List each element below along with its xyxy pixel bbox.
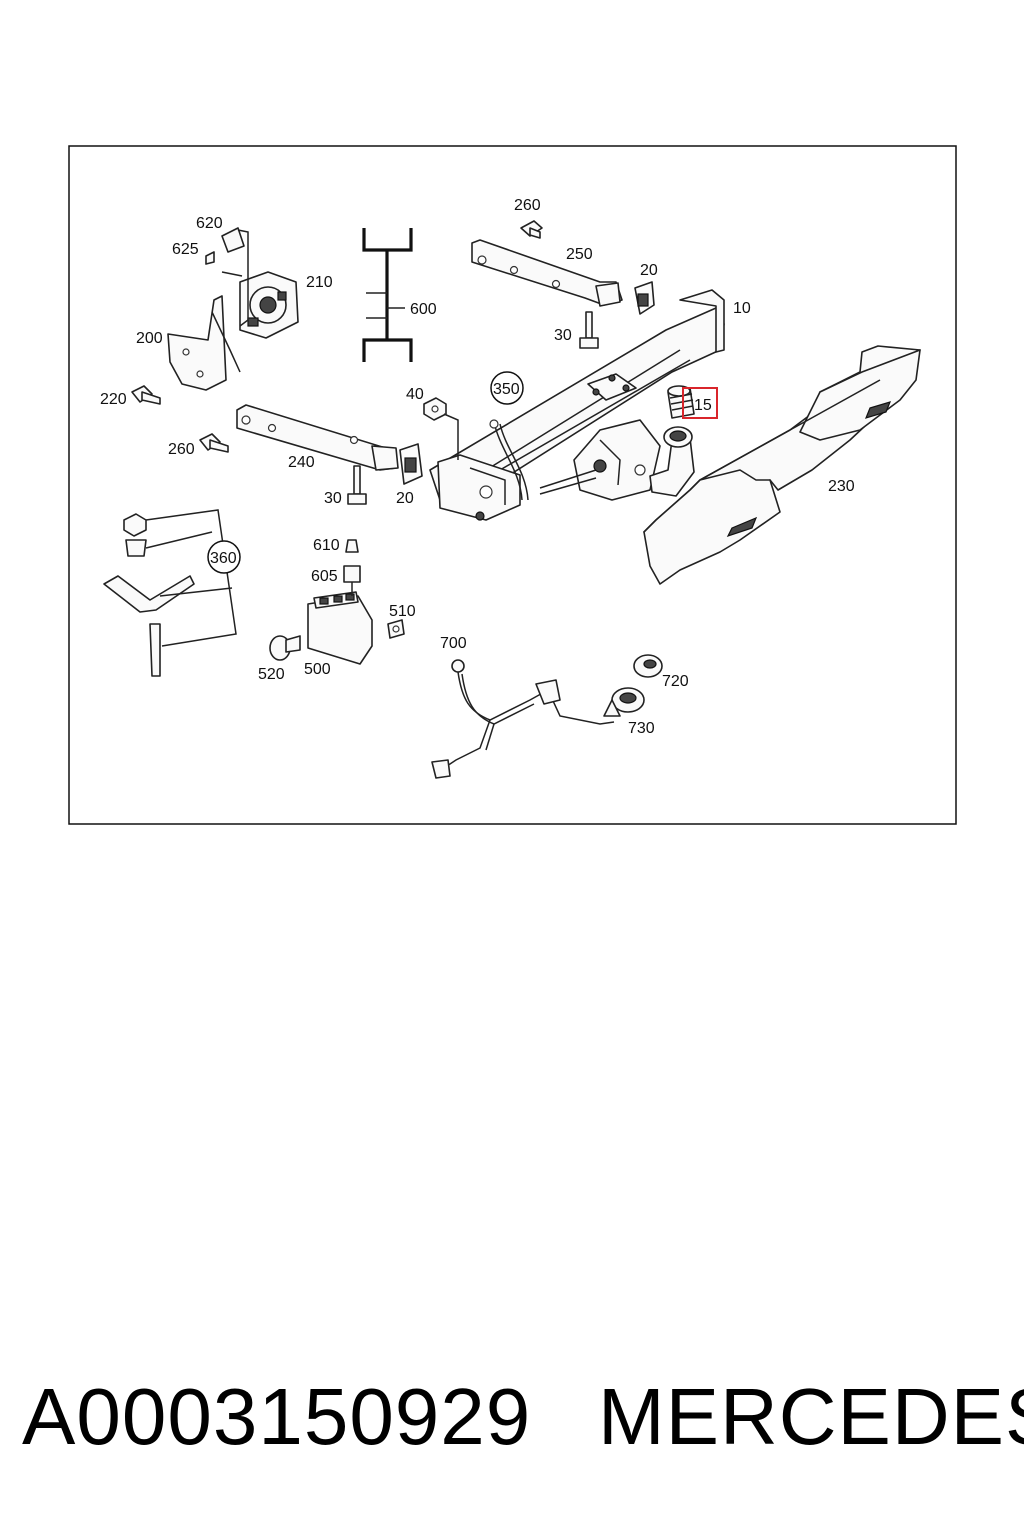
tow-hitch-mechanism xyxy=(539,419,661,501)
part-605-connector xyxy=(343,565,361,596)
leader-40 xyxy=(443,413,459,460)
label-20-lower: 20 xyxy=(396,490,414,507)
footer: A0003150929 MERCEDES xyxy=(0,1372,1024,1462)
label-520: 520 xyxy=(258,666,285,683)
label-625: 625 xyxy=(172,241,199,258)
part-15-ball-cap xyxy=(667,385,695,419)
label-30-upper: 30 xyxy=(554,327,572,344)
bolt-220 xyxy=(131,385,161,405)
label-360: 360 xyxy=(210,550,237,567)
label-30-lower: 30 xyxy=(324,490,342,507)
part-number: A0003150929 xyxy=(22,1372,532,1461)
part-200-bracket xyxy=(167,295,241,391)
tow-ball-neck xyxy=(649,426,695,497)
bolt-30-lower xyxy=(347,465,367,505)
part-10-end-plate xyxy=(437,454,521,521)
part-240-side-rail xyxy=(236,404,399,471)
label-210: 210 xyxy=(306,274,333,291)
label-610: 610 xyxy=(313,537,340,554)
part-620-cover xyxy=(221,227,245,253)
part-210-socket xyxy=(221,271,299,339)
part-510-clip xyxy=(387,619,405,639)
label-620: 620 xyxy=(196,215,223,232)
part-230-bumper-foam xyxy=(643,345,921,585)
parts-diagram: 10 15 20 20 30 30 40 200 210 220 230 240… xyxy=(68,145,957,825)
brand-name: MERCEDES xyxy=(598,1372,1024,1461)
label-220: 220 xyxy=(100,391,127,408)
label-260-upper: 260 xyxy=(514,197,541,214)
wiring-350 xyxy=(489,419,529,501)
label-605: 605 xyxy=(311,568,338,585)
label-40: 40 xyxy=(406,386,424,403)
highlight-box-15 xyxy=(682,387,718,419)
part-625-pin xyxy=(205,251,215,265)
label-200: 200 xyxy=(136,330,163,347)
label-250: 250 xyxy=(566,246,593,263)
part-600-bracket xyxy=(362,228,413,362)
label-720: 720 xyxy=(662,673,689,690)
label-240: 240 xyxy=(288,454,315,471)
label-500: 500 xyxy=(304,661,331,678)
part-20-bracket-lower xyxy=(399,443,423,485)
part-610-terminal xyxy=(345,539,359,553)
label-20-upper: 20 xyxy=(640,262,658,279)
callout-circle-360 xyxy=(207,540,241,574)
label-730: 730 xyxy=(628,720,655,737)
part-40-nut xyxy=(423,397,447,421)
callout-circle-350 xyxy=(490,371,524,405)
part-360-kit xyxy=(103,509,237,677)
label-260-lower: 260 xyxy=(168,441,195,458)
part-10-crossbeam xyxy=(429,289,725,501)
part-700-harness xyxy=(431,659,615,779)
part-20-bracket-upper xyxy=(634,281,655,315)
part-520-rivet xyxy=(269,635,301,661)
bolt-30-upper xyxy=(579,311,599,349)
label-510: 510 xyxy=(389,603,416,620)
bolt-260-lower xyxy=(199,433,229,453)
label-10: 10 xyxy=(733,300,751,317)
label-230: 230 xyxy=(828,478,855,495)
label-15: 15 xyxy=(694,397,712,414)
label-600: 600 xyxy=(410,301,437,318)
label-350: 350 xyxy=(493,381,520,398)
part-250-side-rail xyxy=(471,239,623,307)
label-700: 700 xyxy=(440,635,467,652)
part-500-module xyxy=(307,591,373,665)
part-730-socket xyxy=(603,687,645,717)
leader-620 xyxy=(237,229,249,327)
part-720-cap xyxy=(633,654,663,678)
bolt-260-upper xyxy=(520,220,543,239)
